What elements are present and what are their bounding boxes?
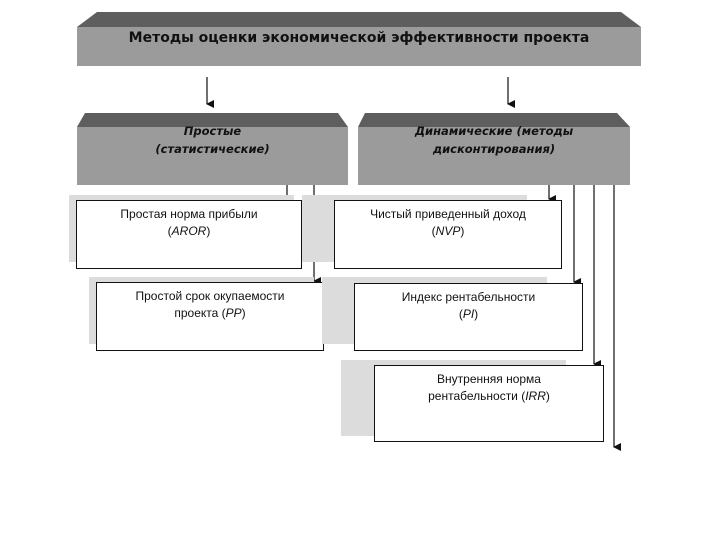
title-box-face	[77, 27, 641, 66]
title-box-top	[77, 12, 641, 27]
method-prefix: проекта (	[174, 306, 226, 320]
category-dynamic-line1: Динамические (методы	[414, 124, 574, 138]
method-abbr: PP	[225, 306, 242, 320]
method-label: Чистый приведенный доход	[370, 207, 526, 221]
category-simple-line2: (статистические)	[155, 142, 270, 156]
method-pi: Индекс рентабельности (PI)	[354, 283, 583, 351]
method-label: Простой срок окупаемости	[135, 289, 285, 303]
method-abbr: NVP	[435, 224, 461, 238]
method-abbr: AROR	[171, 224, 207, 238]
method-label: Индекс рентабельности	[401, 290, 536, 304]
method-suffix: )	[206, 224, 211, 238]
simple-box-top	[77, 113, 348, 127]
method-label: Простая норма прибыли	[120, 207, 258, 221]
dynamic-box-face	[358, 127, 630, 185]
method-suffix: )	[460, 224, 465, 238]
category-dynamic: Динамические (методы дисконтирования)	[358, 122, 630, 158]
method-suffix: )	[474, 307, 479, 321]
title: Методы оценки экономической эффективност…	[128, 30, 590, 46]
category-dynamic-line2: дисконтирования)	[432, 142, 556, 156]
method-prefix: (	[167, 224, 172, 238]
method-nvp: Чистый приведенный доход (NVP)	[334, 200, 562, 269]
category-simple: Простые (статистические)	[77, 122, 348, 158]
method-prefix: (	[431, 224, 436, 238]
method-abbr: IRR	[525, 389, 546, 403]
simple-box-face	[77, 127, 348, 185]
method-aror: Простая норма прибыли (AROR)	[76, 200, 302, 269]
method-suffix: )	[545, 389, 550, 403]
category-simple-line1: Простые	[183, 124, 242, 138]
dynamic-box-top	[358, 113, 630, 127]
method-prefix: (	[458, 307, 463, 321]
method-abbr: PI	[462, 307, 475, 321]
method-prefix: рентабельности (	[428, 389, 526, 403]
method-label: Внутренняя норма	[437, 372, 541, 386]
method-irr: Внутренняя норма рентабельности (IRR)	[374, 365, 604, 442]
method-pp: Простой срок окупаемости проекта (PP)	[96, 282, 324, 351]
method-suffix: )	[241, 306, 246, 320]
